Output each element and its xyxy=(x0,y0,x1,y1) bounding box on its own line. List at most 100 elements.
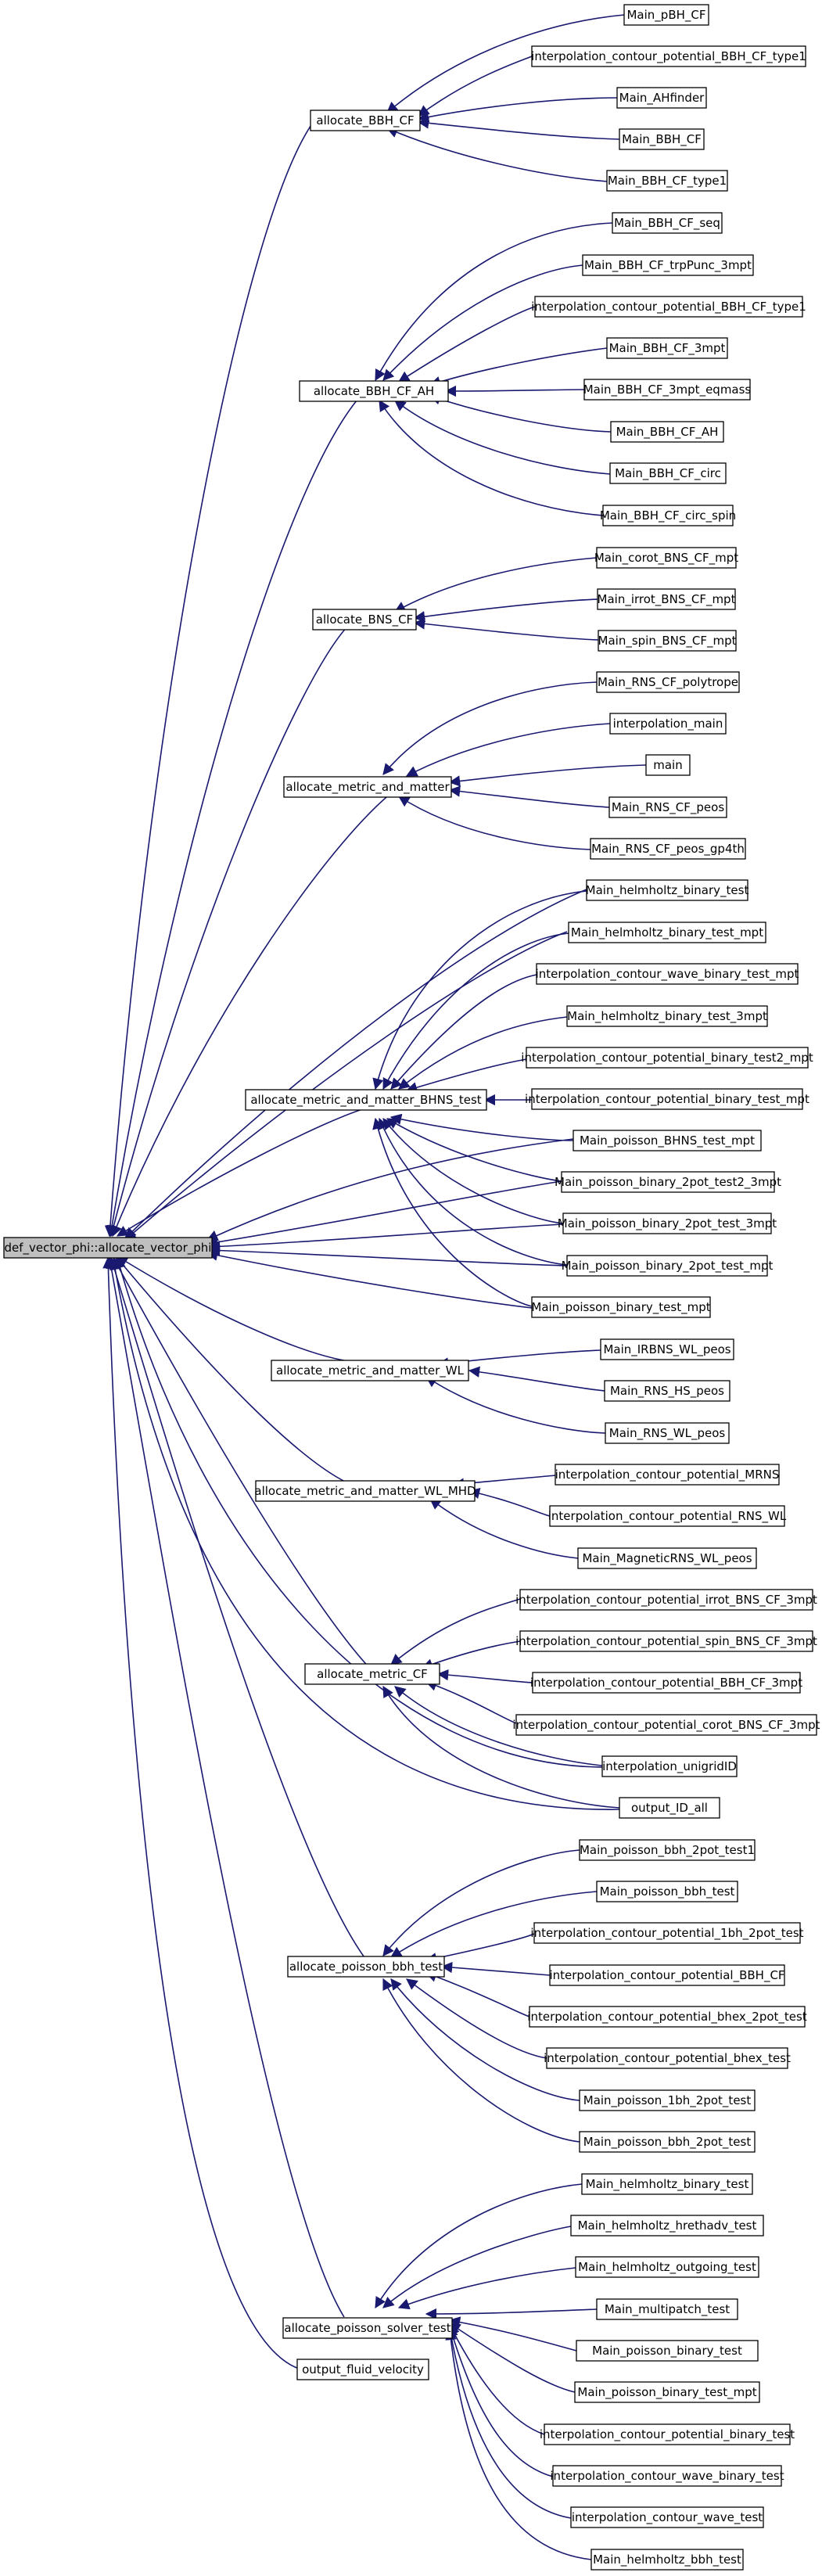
node-allocate-poisson-solver-test[interactable]: allocate_poisson_solver_test xyxy=(282,2317,453,2339)
node-allocate-poisson-bbh-test[interactable]: allocate_poisson_bbh_test xyxy=(287,1956,445,1978)
node-main-irrot-bns-cf-mpt[interactable]: Main_irrot_BNS_CF_mpt xyxy=(597,588,736,610)
node-main-poisson-bbh-2pot-test1[interactable]: Main_poisson_bbh_2pot_test1 xyxy=(579,1839,756,1861)
node-main-poisson-1bh-2pot-test[interactable]: Main_poisson_1bh_2pot_test xyxy=(579,2089,756,2111)
node-main-poisson-binary-test[interactable]: Main_poisson_binary_test xyxy=(576,2340,759,2362)
node-allocate-metric-and-matter[interactable]: allocate_metric_and_matter xyxy=(283,776,452,798)
node-box xyxy=(312,609,417,631)
node-main-helmholtz-binary-test-3mpt[interactable]: Main_helmholtz_binary_test_3mpt xyxy=(566,1005,768,1027)
node-box xyxy=(304,1663,440,1685)
node-interpolation-contour-potential-binary-test2-mpt[interactable]: interpolation_contour_potential_binary_t… xyxy=(521,1047,813,1069)
node-interpolation-main[interactable]: interpolation_main xyxy=(609,713,727,735)
node-interpolation-contour-potential-irrot-bns-cf-3mpt[interactable]: interpolation_contour_potential_irrot_BN… xyxy=(515,1589,817,1611)
node-box xyxy=(271,1360,469,1381)
node-label: Main_BBH_CF_trpPunc_3mpt xyxy=(584,258,752,273)
node-main-bbh-cf-3mpt[interactable]: Main_BBH_CF_3mpt xyxy=(606,337,728,359)
node-allocate-metric-cf[interactable]: allocate_metric_CF xyxy=(304,1663,440,1685)
node-interpolation-contour-potential-bbh-cf-3mpt[interactable]: interpolation_contour_potential_BBH_CF_3… xyxy=(530,1672,802,1694)
node-main-poisson-bbh-test[interactable]: Main_poisson_bbh_test xyxy=(596,1881,738,1902)
node-interpolation-contour-potential-1bh-2pot-test[interactable]: interpolation_contour_potential_1bh_2pot… xyxy=(530,1922,804,1944)
node-label: Main_RNS_WL_peos xyxy=(609,1426,726,1441)
node-interpolation-contour-potential-bbh-cf-type1[interactable]: interpolation_contour_potential_BBH_CF_t… xyxy=(531,45,806,67)
node-main-bbh-cf-trppunc-3mpt[interactable]: Main_BBH_CF_trpPunc_3mpt xyxy=(582,254,754,276)
node-main-rns-cf-polytrope[interactable]: Main_RNS_CF_polytrope xyxy=(596,671,740,693)
node-label: Main_MagneticRNS_WL_peos xyxy=(582,1551,752,1566)
node-main-pbh-cf[interactable]: Main_pBH_CF xyxy=(623,4,709,26)
node-main-rns-cf-peos-gp4th[interactable]: Main_RNS_CF_peos_gp4th xyxy=(590,838,746,860)
edge-layer xyxy=(102,14,647,2560)
node-label: Main_poisson_binary_2pot_test_3mpt xyxy=(558,1216,777,1231)
node-interpolation-contour-potential-binary-test[interactable]: interpolation_contour_potential_binary_t… xyxy=(540,2423,795,2445)
node-main-rns-cf-peos[interactable]: Main_RNS_CF_peos xyxy=(608,796,727,818)
node-main-bbh-cf-3mpt-eqmass[interactable]: Main_BBH_CF_3mpt_eqmass xyxy=(583,379,752,401)
node-label: Main_poisson_bbh_2pot_test xyxy=(583,2135,752,2150)
node-box xyxy=(598,630,737,652)
node-main-helmholtz-bbh-test[interactable]: Main_helmholtz_bbh_test xyxy=(590,2549,744,2571)
node-label: interpolation_contour_potential_BBH_CF xyxy=(549,1968,784,1983)
node-main-helmholtz-binary-test[interactable]: Main_helmholtz_binary_test xyxy=(586,879,749,901)
node-box xyxy=(519,1630,813,1652)
node-main-bbh-cf[interactable]: Main_BBH_CF xyxy=(619,128,705,150)
node-main-ahfinder[interactable]: Main_AHfinder xyxy=(616,87,707,109)
node-box xyxy=(597,588,736,610)
node-label: interpolation_contour_potential_BBH_CF_3… xyxy=(530,1676,802,1690)
node-main-bbh-cf-circ-spin[interactable]: Main_BBH_CF_circ_spin xyxy=(600,505,736,526)
node-box xyxy=(604,1380,730,1402)
node-box xyxy=(590,2549,744,2571)
node-box xyxy=(282,2317,453,2339)
node-box xyxy=(586,879,748,901)
node-label: Main_RNS_HS_peos xyxy=(610,1384,724,1399)
node-interpolation-contour-potential-corot-bns-cf-3mpt[interactable]: interpolation_contour_potential_corot_BN… xyxy=(512,1714,820,1736)
node-main-bbh-cf-circ[interactable]: Main_BBH_CF_circ xyxy=(609,462,727,484)
node-interpolation-contour-potential-bbh-cf[interactable]: interpolation_contour_potential_BBH_CF xyxy=(549,1964,785,1986)
node-main-helmholtz-binary-test-mpt[interactable]: Main_helmholtz_binary_test_mpt xyxy=(568,922,766,943)
node-main-poisson-binary-2pot-test2-3mpt[interactable]: Main_poisson_binary_2pot_test2_3mpt xyxy=(555,1171,781,1193)
node-allocate-metric-and-matter-bhns-test[interactable]: allocate_metric_and_matter_BHNS_test xyxy=(245,1089,487,1111)
node-main-irbns-wl-peos[interactable]: Main_IRBNS_WL_peos xyxy=(600,1338,734,1360)
node-interpolation-contour-potential-binary-test-mpt[interactable]: interpolation_contour_potential_binary_t… xyxy=(525,1088,809,1110)
node-interpolation-contour-potential-rns-wl[interactable]: interpolation_contour_potential_RNS_WL xyxy=(548,1505,787,1527)
node-main-bbh-cf-type1[interactable]: Main_BBH_CF_type1 xyxy=(606,170,728,192)
node-main-bbh-cf-seq[interactable]: Main_BBH_CF_seq xyxy=(612,212,723,234)
node-allocate-bbh-cf[interactable]: allocate_BBH_CF xyxy=(310,110,421,131)
node-main-spin-bns-cf-mpt[interactable]: Main_spin_BNS_CF_mpt xyxy=(598,630,737,652)
node-main-rns-hs-peos[interactable]: Main_RNS_HS_peos xyxy=(604,1380,730,1402)
node-allocate-bbh-cf-ah[interactable]: allocate_BBH_CF_AH xyxy=(299,380,449,402)
node-allocate-metric-and-matter-wl[interactable]: allocate_metric_and_matter_WL xyxy=(271,1360,469,1381)
node-main[interactable]: main xyxy=(645,754,691,776)
node-allocate-bns-cf[interactable]: allocate_BNS_CF xyxy=(312,609,417,631)
node-main-helmholtz-hrethadv-test[interactable]: Main_helmholtz_hrethadv_test xyxy=(570,2215,764,2236)
node-interpolation-contour-potential-bhex-2pot-test[interactable]: interpolation_contour_potential_bhex_2po… xyxy=(527,2006,807,2028)
node-main-poisson-binary-2pot-test-mpt[interactable]: Main_poisson_binary_2pot_test_mpt xyxy=(562,1255,774,1277)
node-interpolation-contour-potential-mrns[interactable]: interpolation_contour_potential_MRNS xyxy=(555,1464,780,1486)
node-main-rns-wl-peos[interactable]: Main_RNS_WL_peos xyxy=(605,1422,730,1444)
node-interpolation-contour-wave-binary-test[interactable]: interpolation_contour_wave_binary_test xyxy=(550,2465,784,2487)
node-label: allocate_BBH_CF_AH xyxy=(314,384,434,399)
node-label: Main_BBH_CF_3mpt_eqmass xyxy=(583,383,752,397)
node-main-magneticrns-wl-peos[interactable]: Main_MagneticRNS_WL_peos xyxy=(577,1547,757,1569)
node-label: allocate_metric_and_matter_WL_MHD xyxy=(254,1484,476,1499)
node-def-vector-phi-allocate-vector-phi[interactable]: def_vector_phi::allocate_vector_phi xyxy=(3,1237,213,1259)
node-main-helmholtz-outgoing-test[interactable]: Main_helmholtz_outgoing_test xyxy=(575,2256,759,2278)
node-main-bbh-cf-ah[interactable]: Main_BBH_CF_AH xyxy=(610,421,724,443)
node-interpolation-contour-wave-binary-test-mpt[interactable]: interpolation_contour_wave_binary_test_m… xyxy=(536,963,799,985)
node-output-fluid-velocity[interactable]: output_fluid_velocity xyxy=(296,2359,429,2380)
node-allocate-metric-and-matter-wl-mhd[interactable]: allocate_metric_and_matter_WL_MHD xyxy=(254,1480,476,1502)
node-main-poisson-binary-test-mpt[interactable]: Main_poisson_binary_test_mpt xyxy=(574,2381,760,2403)
node-interpolation-contour-potential-bbh-cf-type1[interactable]: interpolation_contour_potential_BBH_CF_t… xyxy=(531,296,806,318)
node-main-poisson-bhns-test-mpt[interactable]: Main_poisson_BHNS_test_mpt xyxy=(573,1130,762,1151)
node-interpolation-contour-potential-spin-bns-cf-3mpt[interactable]: interpolation_contour_potential_spin_BNS… xyxy=(515,1630,817,1652)
node-main-poisson-binary-2pot-test-3mpt[interactable]: Main_poisson_binary_2pot_test_3mpt xyxy=(558,1213,777,1234)
node-main-multipatch-test[interactable]: Main_multipatch_test xyxy=(596,2298,738,2320)
node-label: interpolation_contour_potential_binary_t… xyxy=(525,1092,809,1107)
node-main-corot-bns-cf-mpt[interactable]: Main_corot_BNS_CF_mpt xyxy=(594,547,738,569)
node-box xyxy=(526,1047,809,1069)
node-interpolation-unigridid[interactable]: interpolation_unigridID xyxy=(601,1755,738,1777)
node-main-poisson-binary-test-mpt[interactable]: Main_poisson_binary_test_mpt xyxy=(531,1296,711,1318)
node-output-id-all[interactable]: output_ID_all xyxy=(619,1797,720,1819)
node-interpolation-contour-wave-test[interactable]: interpolation_contour_wave_test xyxy=(570,2506,764,2528)
node-box xyxy=(577,1547,757,1569)
node-box xyxy=(568,922,766,943)
node-interpolation-contour-potential-bhex-test[interactable]: interpolation_contour_potential_bhex_tes… xyxy=(544,2047,791,2069)
node-main-helmholtz-binary-test[interactable]: Main_helmholtz_binary_test xyxy=(581,2173,753,2195)
node-main-poisson-bbh-2pot-test[interactable]: Main_poisson_bbh_2pot_test xyxy=(579,2131,756,2153)
